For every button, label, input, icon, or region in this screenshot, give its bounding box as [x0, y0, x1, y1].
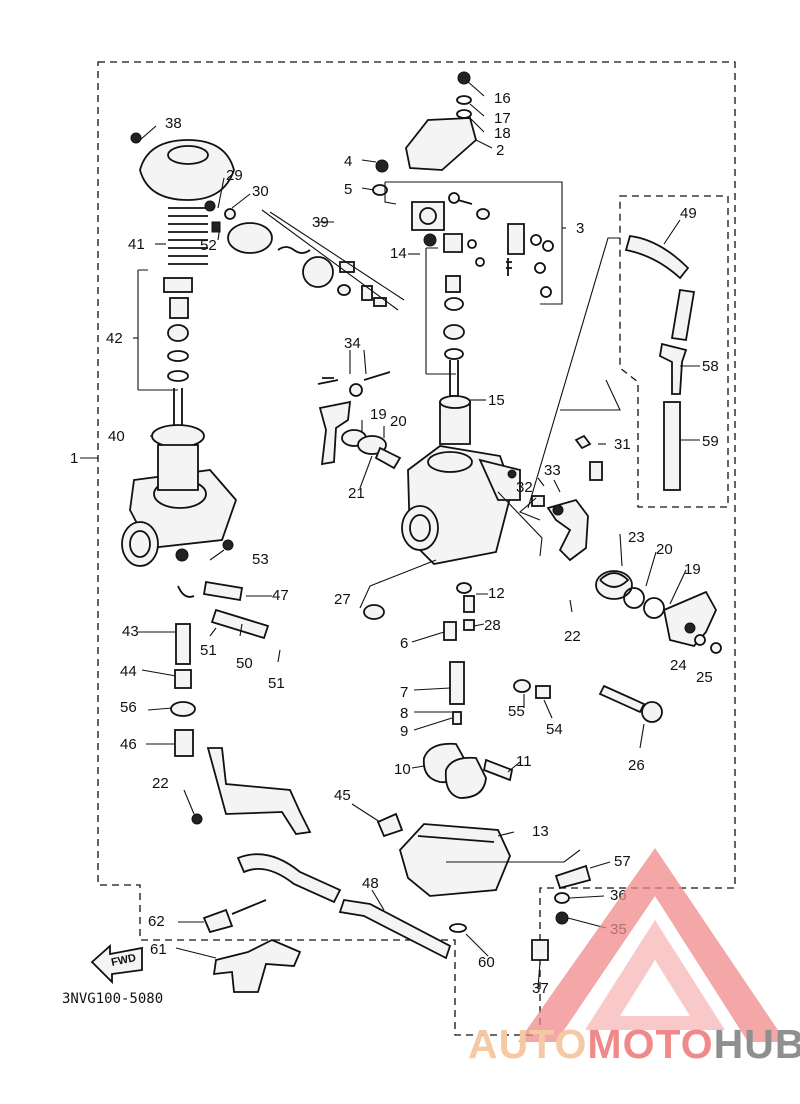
part-label: 22 [152, 775, 169, 792]
part-label: 56 [120, 699, 137, 716]
part-label: 29 [226, 167, 243, 184]
throttle-lever-group [317, 371, 402, 470]
fwd-arrow-icon [90, 943, 143, 985]
hose-group [202, 235, 696, 993]
right-carb-group [372, 71, 722, 723]
hose-kit-boundary [619, 195, 729, 508]
part-label: 32 [516, 479, 533, 496]
part-label: 15 [488, 392, 505, 409]
part-label: 5 [344, 181, 352, 198]
part-label: 20 [656, 541, 673, 558]
part-label: 7 [400, 684, 408, 701]
assembly-boundary [97, 61, 736, 1036]
left-carb-group [121, 132, 312, 835]
part-label: 55 [508, 703, 525, 720]
part-label: 4 [344, 153, 352, 170]
part-label: 45 [334, 787, 351, 804]
part-label: 19 [684, 561, 701, 578]
part-label: 47 [272, 587, 289, 604]
part-label: 51 [200, 642, 217, 659]
part-label: 3 [576, 220, 584, 237]
part-label: 43 [122, 623, 139, 640]
part-label: 51 [268, 675, 285, 692]
part-label: 62 [148, 913, 165, 930]
part-label: 57 [614, 853, 631, 870]
part-label: 10 [394, 761, 411, 778]
part-label: 37 [532, 980, 549, 997]
part-label: 48 [362, 875, 379, 892]
part-label: 25 [696, 669, 713, 686]
watermark-auto: AUTO [468, 1021, 587, 1067]
part-label: 12 [488, 585, 505, 602]
part-label: 22 [564, 628, 581, 645]
part-label: 59 [702, 433, 719, 450]
part-label: 2 [496, 142, 504, 159]
part-label: 1 [70, 450, 78, 467]
part-label: 49 [680, 205, 697, 222]
part-label: 53 [252, 551, 269, 568]
part-label: 14 [390, 245, 407, 262]
part-label: 21 [348, 485, 365, 502]
part-label: 20 [390, 413, 407, 430]
part-label: 30 [252, 183, 269, 200]
part-label: 60 [478, 954, 495, 971]
part-label: 38 [165, 115, 182, 132]
part-label: 27 [334, 591, 351, 608]
part-label: 16 [494, 90, 511, 107]
part-label: 39 [312, 214, 329, 231]
part-label: 50 [236, 655, 253, 672]
part-label: 6 [400, 635, 408, 652]
part-label: 40 [108, 428, 125, 445]
part-label: 19 [370, 406, 387, 423]
part-label: 18 [494, 125, 511, 142]
leader-lines [80, 79, 700, 989]
part-label: 52 [200, 237, 217, 254]
part-label: 46 [120, 736, 137, 753]
accelerator-pump-group [204, 200, 405, 311]
diagram-code: 3NVG100-5080 [62, 991, 163, 1007]
part-label: 26 [628, 757, 645, 774]
part-label: 11 [516, 753, 532, 770]
part-label: 13 [532, 823, 549, 840]
part-label: 44 [120, 663, 137, 680]
part-label: 61 [150, 941, 167, 958]
part-label: 41 [128, 236, 145, 253]
part-label: 42 [106, 330, 123, 347]
part-label: 17 [494, 110, 511, 127]
part-label: 9 [400, 723, 408, 740]
automotohub-logo [518, 848, 786, 1042]
part-label: 34 [344, 335, 361, 352]
part-label: 8 [400, 705, 408, 722]
watermark-text: AUTOMOTOHUB [468, 1021, 800, 1067]
part-label: 58 [702, 358, 719, 375]
part-label: 24 [670, 657, 687, 674]
part-labels: 16 17 18 2 38 4 5 29 30 3 39 41 52 14 49… [70, 90, 719, 997]
watermark-moto: MOTO [587, 1021, 713, 1067]
part-label: 23 [628, 529, 645, 546]
fwd-label: FWD [110, 952, 137, 969]
part-label: 28 [484, 617, 501, 634]
watermark-hub: HUB [714, 1021, 800, 1067]
logo-triangle-icon [518, 848, 786, 1042]
part-label: 54 [546, 721, 563, 738]
part-label: 31 [614, 436, 631, 453]
float-jet-group [363, 582, 592, 961]
part-label: 33 [544, 462, 561, 479]
